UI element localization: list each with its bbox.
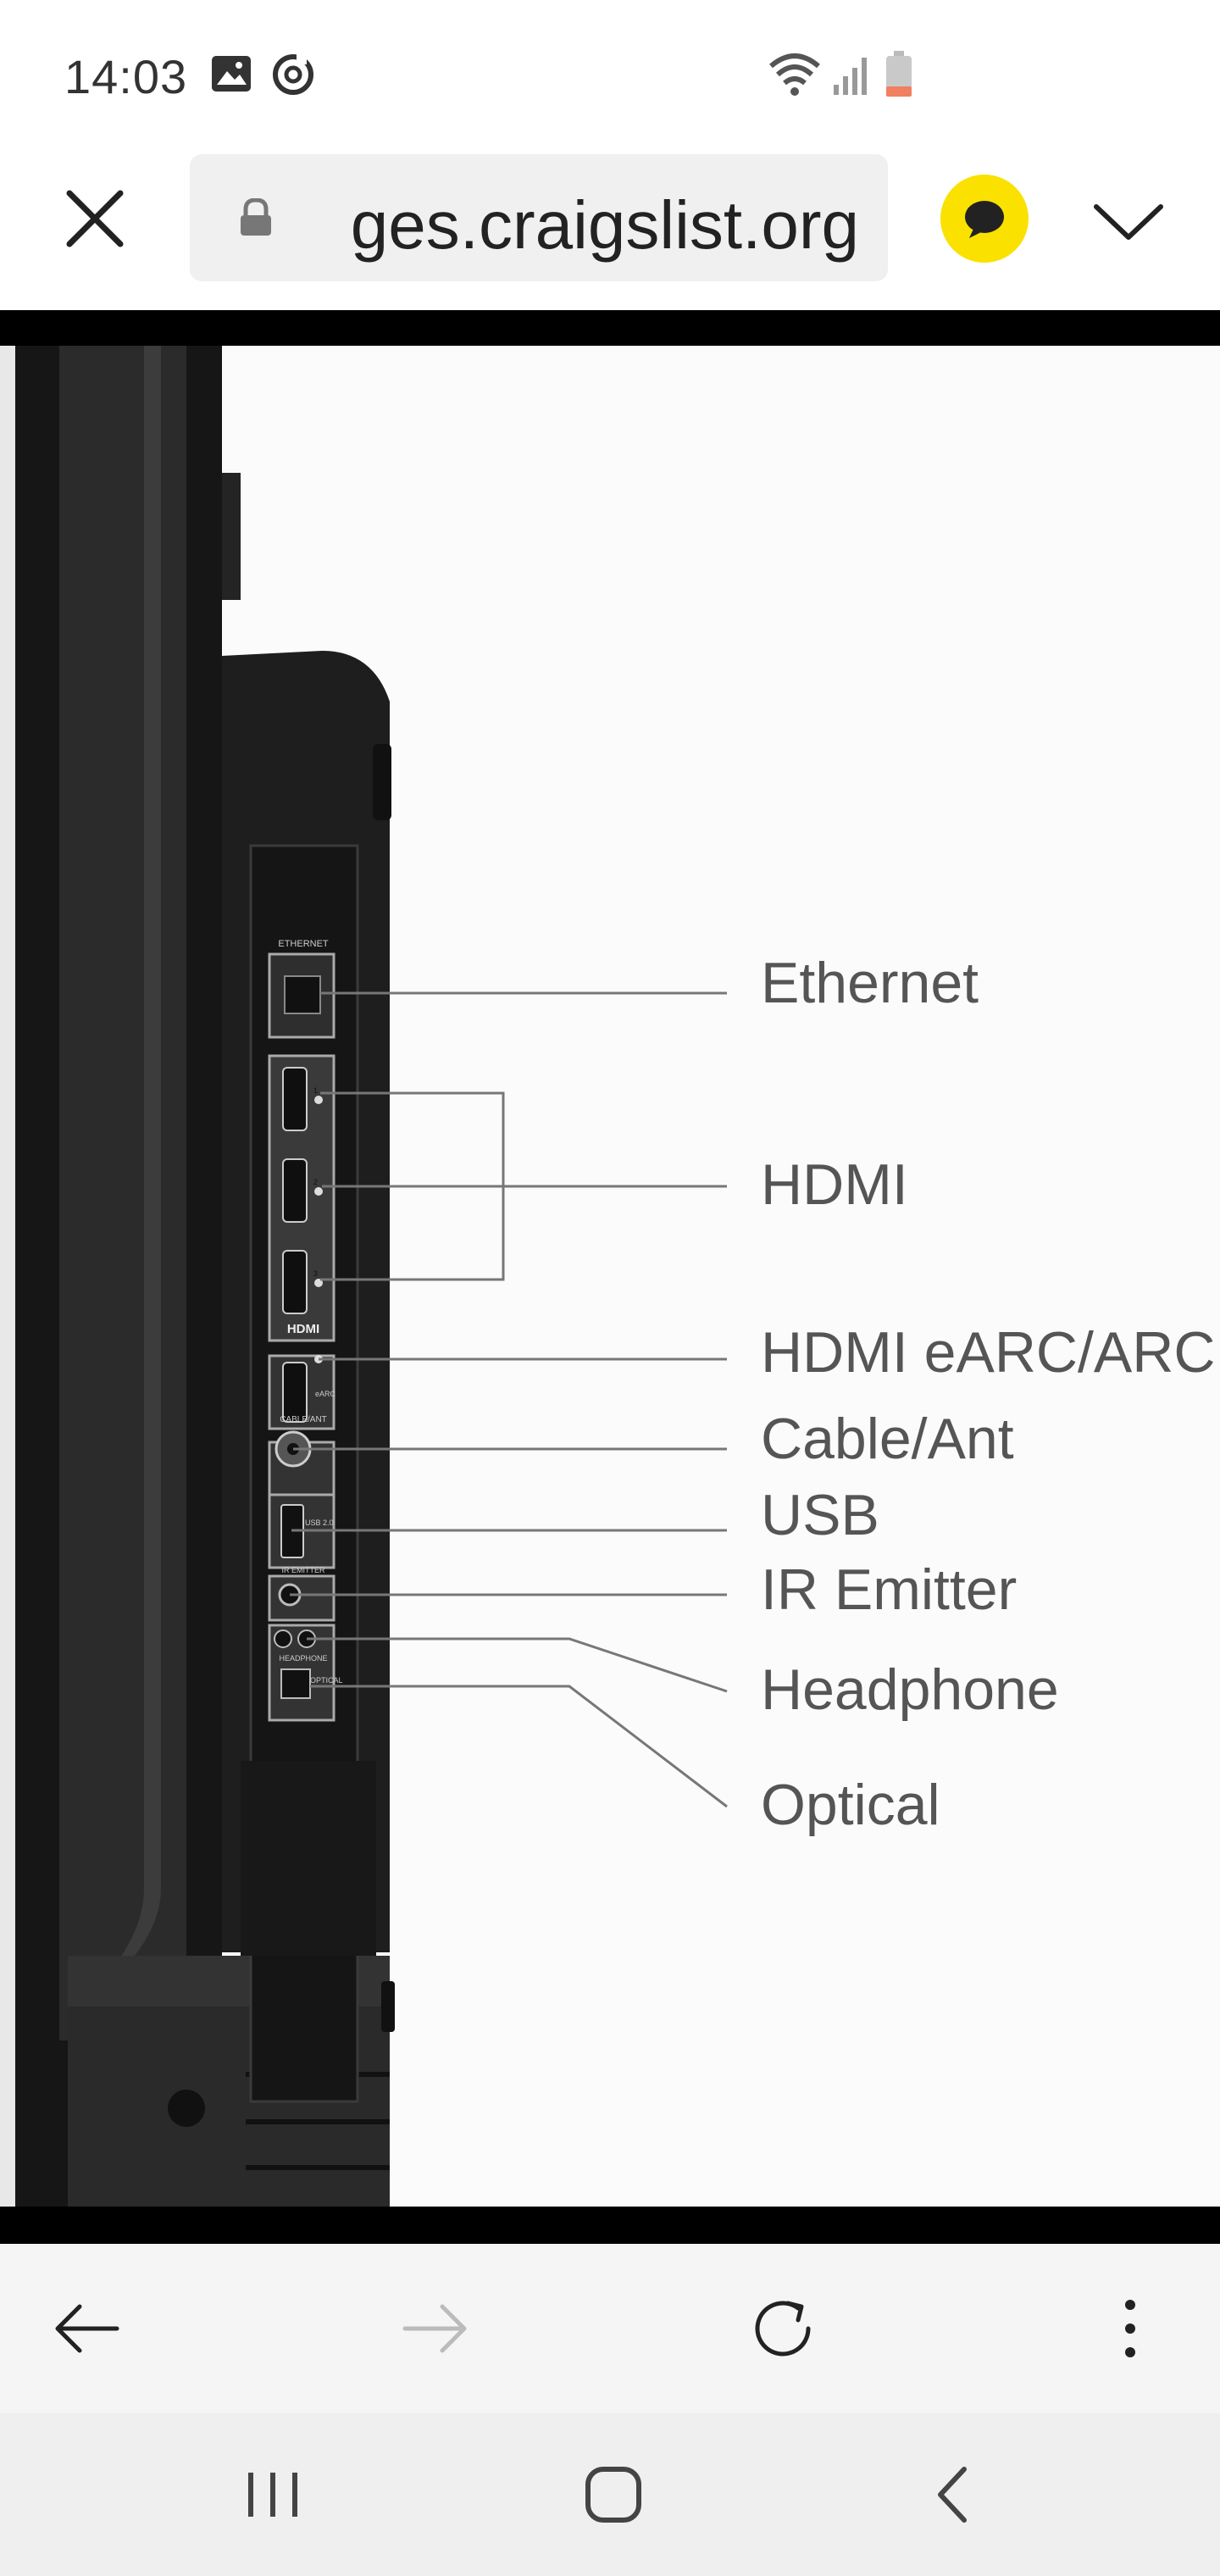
recents-icon[interactable]: [230, 2452, 315, 2537]
port-mark-earc: eARC: [315, 1390, 336, 1398]
back-icon[interactable]: [912, 2452, 996, 2537]
port-mark-ir: IR EMITTER: [281, 1566, 325, 1574]
close-icon[interactable]: [56, 180, 134, 258]
callout-usb: USB: [761, 1483, 879, 1547]
port-mark-cable-ant: CABLE/ANT: [280, 1415, 327, 1424]
back-arrow-icon[interactable]: [46, 2286, 130, 2371]
more-vert-icon[interactable]: [1088, 2286, 1173, 2371]
system-nav-bar: [0, 2413, 1220, 2576]
callout-ir-emitter: IR Emitter: [761, 1557, 1018, 1622]
port-mark-hdmi: HDMI: [286, 1322, 320, 1336]
port-mark-hdmi-1: 1: [313, 1086, 319, 1095]
sync-icon: [273, 54, 313, 95]
callout-cable-ant: Cable/Ant: [761, 1407, 1014, 1471]
lock-icon: [241, 198, 271, 236]
status-time: 14:03: [64, 50, 188, 103]
port-mark-headphone: HEADPHONE: [279, 1654, 328, 1663]
home-icon[interactable]: [571, 2452, 656, 2537]
address-bar[interactable]: ges.craigslist.org: [190, 154, 888, 281]
tv-side-drawing: [0, 346, 728, 2207]
forward-arrow-icon[interactable]: [391, 2286, 476, 2371]
port-mark-hdmi-3: 3: [313, 1269, 319, 1278]
url-text: ges.craigslist.org: [350, 187, 859, 263]
port-mark-hdmi-2: 2: [313, 1178, 319, 1186]
port-mark-ethernet: ETHERNET: [278, 939, 329, 949]
chat-button[interactable]: [940, 175, 1029, 263]
callout-hdmi: HDMI: [761, 1152, 908, 1217]
browser-toolbar: [0, 2244, 1220, 2413]
browser-address-row: ges.craigslist.org: [0, 144, 1220, 310]
reload-icon[interactable]: [740, 2286, 825, 2371]
chat-bubble-icon: [965, 201, 1004, 238]
port-mark-usb: USB 2.0: [305, 1518, 334, 1527]
port-mark-optical: OPTICAL: [310, 1676, 343, 1685]
status-bar: 14:03: [0, 0, 1220, 144]
tv-ports-figure: Ethernet HDMI HDMI eARC/ARC Cable/Ant US…: [0, 346, 1220, 2207]
signal-icon: [834, 58, 867, 95]
callout-ethernet: Ethernet: [761, 951, 979, 1015]
callout-optical: Optical: [761, 1773, 940, 1837]
gallery-icon: [212, 56, 251, 92]
callout-headphone: Headphone: [761, 1657, 1059, 1722]
chevron-down-icon[interactable]: [1088, 188, 1169, 256]
battery-low-icon: [886, 51, 912, 97]
image-viewer[interactable]: Ethernet HDMI HDMI eARC/ARC Cable/Ant US…: [0, 310, 1220, 2244]
callout-hdmi-earc: HDMI eARC/ARC: [761, 1320, 1216, 1385]
wifi-icon: [769, 53, 820, 96]
